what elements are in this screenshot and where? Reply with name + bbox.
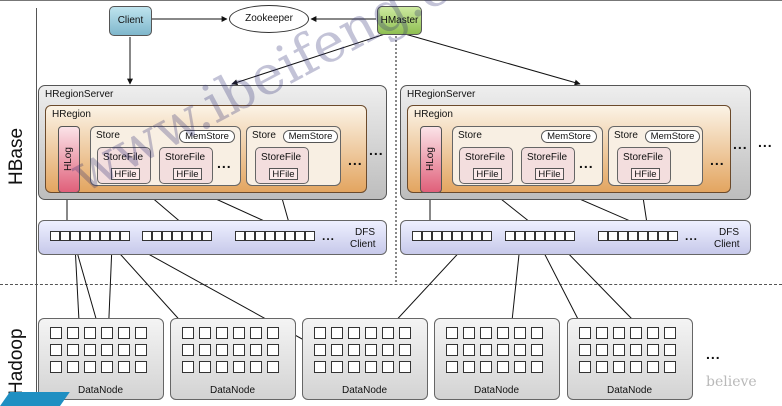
region-ellipsis: ... xyxy=(369,142,384,158)
storefile: StoreFile HFile xyxy=(521,147,575,184)
hbase-hadoop-divider xyxy=(0,284,782,285)
datanode: DataNode xyxy=(302,318,428,400)
datanode-label: DataNode xyxy=(78,385,124,396)
region-ellipsis: ... xyxy=(733,136,748,152)
dfs-client-right: ... DFS Client xyxy=(400,220,751,255)
hmaster-to-regionserver-left-arrow xyxy=(231,33,386,86)
storefile: StoreFile HFile xyxy=(159,147,213,184)
hlog: HLog xyxy=(58,126,80,193)
hfile: HFile xyxy=(535,168,564,180)
dfs-client-label-line2: Client xyxy=(350,239,376,250)
block-group xyxy=(235,231,315,241)
hmaster-label: HMaster xyxy=(380,15,419,26)
zookeeper-label: Zookeeper xyxy=(245,13,293,24)
block-group xyxy=(505,231,575,241)
regionserver-ellipsis: ... xyxy=(758,134,773,150)
dfs-client-left: ... DFS Client xyxy=(38,220,387,255)
side-frame-line xyxy=(36,8,37,398)
store-ellipsis: ... xyxy=(710,152,725,168)
datanode: DataNode xyxy=(38,318,164,400)
hregion-title: HRegion xyxy=(52,109,91,120)
datanode-label: DataNode xyxy=(210,385,256,396)
store-ellipsis: ... xyxy=(348,152,363,168)
hfile: HFile xyxy=(173,168,202,180)
datanode-label: DataNode xyxy=(474,385,520,396)
hregionserver-title: HRegionServer xyxy=(407,89,476,100)
hregion-title: HRegion xyxy=(414,109,453,120)
hregion: HRegion HLog Store MemStore StoreFile HF… xyxy=(45,105,367,193)
memstore: MemStore xyxy=(541,130,597,143)
hfile: HFile xyxy=(111,168,140,180)
hfile: HFile xyxy=(269,168,298,180)
watermark-corner-text: believe xyxy=(706,374,757,390)
store: Store MemStore StoreFile HFile StoreFile… xyxy=(90,126,241,186)
memstore: MemStore xyxy=(179,130,235,143)
block-group xyxy=(142,231,212,241)
store: Store MemStore StoreFile HFile StoreFile… xyxy=(452,126,603,186)
datanode: DataNode xyxy=(567,318,693,400)
hmaster-node: HMaster xyxy=(377,6,422,35)
zookeeper-node: Zookeeper xyxy=(229,5,309,33)
storefile-ellipsis: ... xyxy=(579,155,594,171)
hregionserver-left: HRegionServer HRegion HLog Store MemStor… xyxy=(38,85,387,200)
storefile: StoreFile HFile xyxy=(97,147,151,184)
storefile: StoreFile HFile xyxy=(459,147,513,184)
datanode: DataNode xyxy=(434,318,560,400)
hfile: HFile xyxy=(473,168,502,180)
block-ellipsis: ... xyxy=(685,229,699,243)
client-label: Client xyxy=(117,15,144,26)
dfs-client-label-line1: DFS xyxy=(719,227,739,238)
hregionserver-title: HRegionServer xyxy=(45,89,114,100)
datanode-label: DataNode xyxy=(342,385,388,396)
datanode-label: DataNode xyxy=(607,385,653,396)
datanode-ellipsis: ... xyxy=(706,346,721,362)
corner-accent xyxy=(0,392,70,406)
store: Store MemStore StoreFile HFile xyxy=(608,126,703,186)
memstore: MemStore xyxy=(283,130,338,143)
hbase-frame-top xyxy=(0,0,782,1)
hfile: HFile xyxy=(631,168,660,180)
hregionserver-right: HRegionServer HRegion HLog Store MemStor… xyxy=(400,85,751,200)
hlog: HLog xyxy=(420,126,442,193)
datanode: DataNode xyxy=(170,318,296,400)
storefile: StoreFile HFile xyxy=(255,147,309,184)
block-group xyxy=(50,231,130,241)
storefile-ellipsis: ... xyxy=(217,155,232,171)
memstore: MemStore xyxy=(645,130,700,143)
dfs-client-label-line2: Client xyxy=(714,239,740,250)
block-group xyxy=(598,231,678,241)
hregion: HRegion HLog Store MemStore StoreFile HF… xyxy=(407,105,731,193)
hmaster-to-regionserver-right-arrow xyxy=(404,33,581,86)
store: Store MemStore StoreFile HFile xyxy=(246,126,341,186)
storefile: StoreFile HFile xyxy=(617,147,671,184)
dfs-client-label-line1: DFS xyxy=(355,227,375,238)
block-group xyxy=(412,231,492,241)
client-node: Client xyxy=(109,6,152,36)
block-ellipsis: ... xyxy=(322,229,336,243)
